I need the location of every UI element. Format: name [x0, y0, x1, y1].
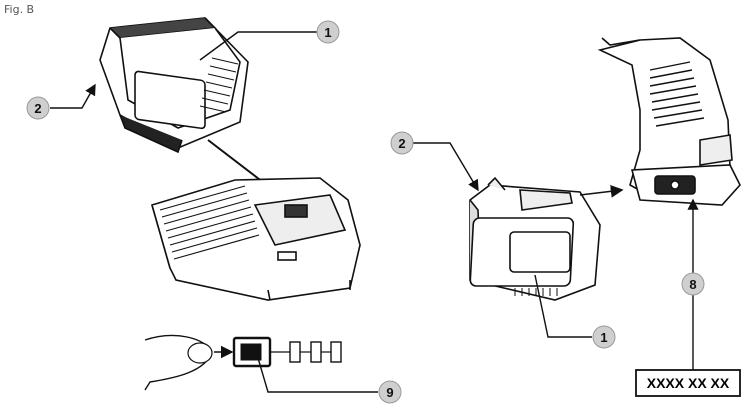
- callout-1-top-text: 1: [324, 25, 331, 40]
- leader-2-right: [413, 142, 479, 192]
- callout-2-left: 2: [26, 96, 50, 120]
- leader-9: [257, 357, 378, 393]
- callout-1-bottom-text: 1: [600, 330, 607, 345]
- charger: [151, 177, 361, 301]
- charge-indicator: [144, 334, 342, 391]
- battery-pack-top: [99, 17, 249, 154]
- leader-2-left: [50, 83, 96, 109]
- figure-label: Fig. B: [4, 3, 35, 16]
- battery-pack-right: [469, 176, 601, 301]
- callout-1-top: 1: [316, 20, 340, 44]
- code-label-box: XXXX XX XX: [635, 369, 741, 397]
- callout-2-right: 2: [390, 131, 414, 155]
- callout-9: 9: [378, 380, 402, 404]
- callout-8: 8: [681, 272, 705, 296]
- leader-lines: [50, 31, 699, 393]
- leader-1-bottom: [534, 274, 592, 338]
- code-label-text: XXXX XX XX: [647, 375, 730, 391]
- callout-9-text: 9: [386, 385, 393, 400]
- insert-arrow-tool: [579, 184, 624, 198]
- callout-1-bottom: 1: [592, 325, 616, 349]
- callout-8-text: 8: [689, 277, 696, 292]
- callout-2-right-text: 2: [398, 136, 405, 151]
- callout-2-left-text: 2: [34, 101, 41, 116]
- tool-body: [597, 37, 741, 206]
- leader-1-top: [199, 31, 318, 61]
